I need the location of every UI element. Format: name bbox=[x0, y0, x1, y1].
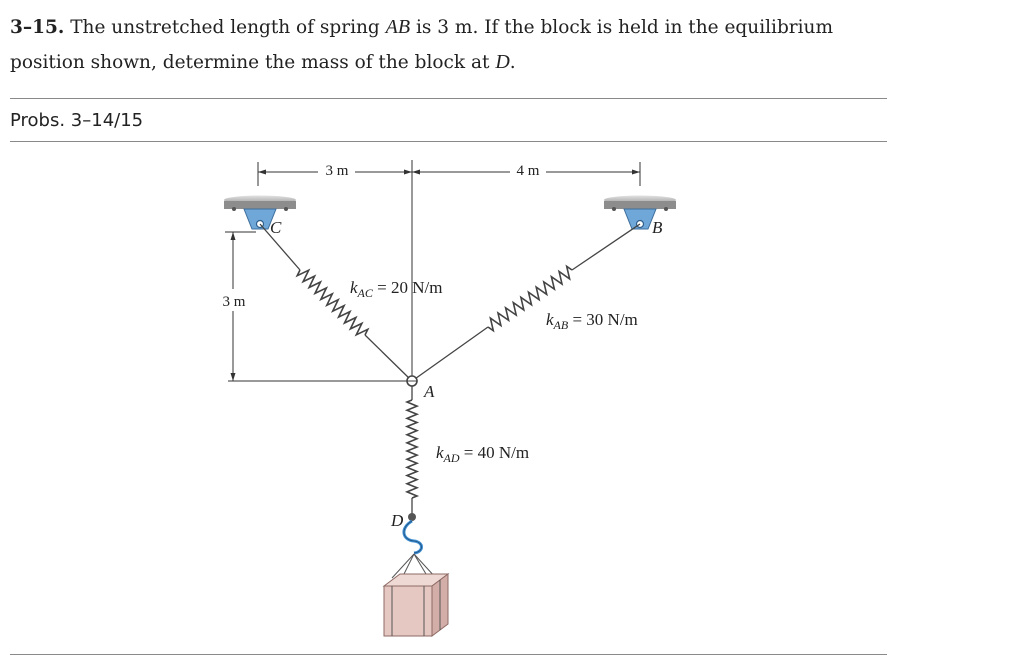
point-d-label: D bbox=[390, 511, 404, 530]
problem-text-1: The unstretched length of spring bbox=[64, 17, 386, 38]
problem-text-2: is 3 m. If the block is held in the equi… bbox=[10, 17, 833, 73]
dim-horizontal-right: 4 m bbox=[517, 163, 540, 179]
dimension-lines bbox=[225, 160, 641, 382]
spring-ad bbox=[404, 381, 420, 514]
hook-icon bbox=[402, 513, 423, 555]
problem-statement: 3–15. The unstretched length of spring A… bbox=[10, 10, 890, 80]
spring-ab bbox=[411, 223, 641, 382]
point-c-label: C bbox=[270, 218, 282, 237]
ceiling-support-right bbox=[604, 195, 676, 230]
top-divider bbox=[10, 98, 887, 99]
spring-label: AB bbox=[385, 16, 411, 38]
dim-vertical: 3 m bbox=[223, 294, 246, 310]
spring-ab-label: kAB = 30 N/m bbox=[546, 310, 638, 332]
problem-text-3: . bbox=[509, 52, 516, 73]
point-label: D bbox=[495, 51, 510, 73]
point-a-label: A bbox=[423, 382, 435, 401]
spring-ad-label: kAD = 40 N/m bbox=[436, 443, 529, 465]
dim-horizontal-left: 3 m bbox=[326, 163, 349, 179]
dimension-arrows bbox=[230, 169, 640, 381]
caption-divider bbox=[10, 141, 887, 142]
ceiling-support-left bbox=[224, 195, 296, 230]
spring-ac-label: kAC = 20 N/m bbox=[350, 278, 442, 300]
ring-a bbox=[406, 375, 418, 387]
point-b-label: B bbox=[652, 218, 663, 237]
problem-number: 3–15. bbox=[10, 17, 65, 38]
figure-caption: Probs. 3–14/15 bbox=[10, 110, 144, 131]
spring-ac bbox=[259, 223, 413, 382]
block-d bbox=[382, 553, 450, 637]
